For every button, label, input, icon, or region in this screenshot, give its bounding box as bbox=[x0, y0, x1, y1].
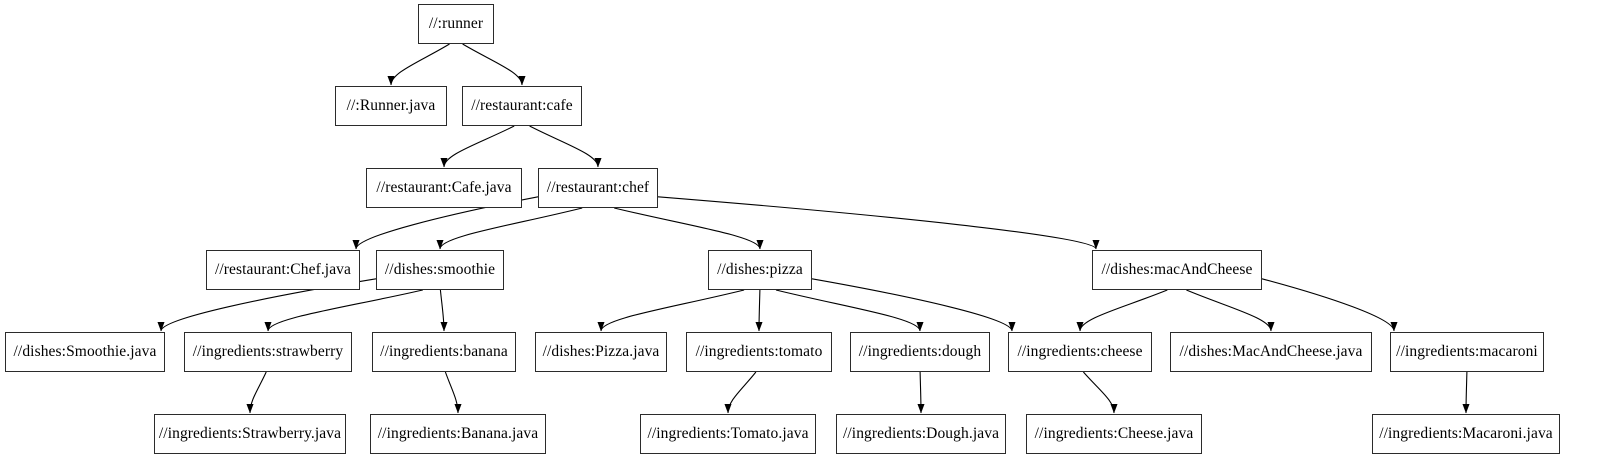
graph-node-tomato-java[interactable]: //ingredients:Tomato.java bbox=[640, 414, 816, 454]
graph-node-mac-java[interactable]: //dishes:MacAndCheese.java bbox=[1170, 332, 1372, 372]
graph-node-label: //ingredients:Dough.java bbox=[842, 425, 1000, 443]
graph-edge-ing-dough-to-dough-java bbox=[917, 371, 925, 414]
graph-node-label: //ingredients:dough bbox=[858, 343, 982, 361]
graph-node-ing-tomato[interactable]: //ingredients:tomato bbox=[686, 332, 832, 372]
graph-node-ing-cheese[interactable]: //ingredients:cheese bbox=[1008, 332, 1152, 372]
graph-node-runner-java[interactable]: //:Runner.java bbox=[335, 86, 447, 126]
graph-node-strawberry-java[interactable]: //ingredients:Strawberry.java bbox=[154, 414, 346, 454]
graph-edge-restaurant-chef-to-dishes-pizza bbox=[614, 207, 764, 250]
graph-node-label: //dishes:pizza bbox=[717, 261, 803, 279]
graph-node-dishes-pizza[interactable]: //dishes:pizza bbox=[708, 250, 812, 290]
graph-edge-dishes-pizza-to-ing-dough bbox=[775, 289, 924, 332]
graph-node-label: //restaurant:chef bbox=[546, 179, 650, 197]
graph-node-label: //ingredients:strawberry bbox=[192, 343, 344, 361]
graph-edge-ing-tomato-to-tomato-java bbox=[724, 371, 757, 414]
graph-node-ing-strawberry[interactable]: //ingredients:strawberry bbox=[184, 332, 352, 372]
graph-edge-ing-strawberry-to-strawberry-java bbox=[246, 371, 267, 414]
graph-node-restaurant-cafe[interactable]: //restaurant:cafe bbox=[462, 86, 582, 126]
graph-node-cafe-java[interactable]: //restaurant:Cafe.java bbox=[366, 168, 522, 208]
graph-edge-dishes-mac-to-ing-macaroni bbox=[1261, 278, 1398, 332]
graph-node-label: //dishes:smoothie bbox=[384, 261, 496, 279]
graph-node-runner[interactable]: //:runner bbox=[418, 4, 494, 44]
graph-node-dishes-mac[interactable]: //dishes:macAndCheese bbox=[1092, 250, 1262, 290]
graph-edge-restaurant-chef-to-dishes-smoothie bbox=[436, 207, 583, 250]
graph-edge-runner-to-restaurant-cafe bbox=[462, 43, 526, 86]
graph-node-label: //:runner bbox=[428, 15, 484, 33]
graph-edge-restaurant-cafe-to-restaurant-chef bbox=[529, 125, 602, 168]
graph-node-label: //ingredients:cheese bbox=[1017, 343, 1143, 361]
graph-node-label: //dishes:Smoothie.java bbox=[13, 343, 157, 361]
graph-node-label: //restaurant:Chef.java bbox=[214, 261, 352, 279]
graph-edge-dishes-pizza-to-ing-cheese bbox=[811, 278, 1016, 332]
graph-node-label: //ingredients:Strawberry.java bbox=[158, 425, 342, 443]
graph-node-dough-java[interactable]: //ingredients:Dough.java bbox=[836, 414, 1006, 454]
graph-node-label: //:Runner.java bbox=[346, 97, 436, 115]
graph-node-label: //ingredients:Cheese.java bbox=[1034, 425, 1194, 443]
graph-edge-runner-to-runner-java bbox=[387, 43, 450, 86]
graph-node-restaurant-chef[interactable]: //restaurant:chef bbox=[538, 168, 658, 208]
graph-node-label: //ingredients:Macaroni.java bbox=[1379, 425, 1553, 443]
graph-node-banana-java[interactable]: //ingredients:Banana.java bbox=[370, 414, 546, 454]
graph-edge-dishes-pizza-to-pizza-java bbox=[597, 289, 745, 332]
graph-node-label: //ingredients:macaroni bbox=[1396, 343, 1538, 361]
graph-node-label: //dishes:macAndCheese bbox=[1101, 261, 1253, 279]
graph-edge-dishes-pizza-to-ing-tomato bbox=[755, 289, 763, 332]
graph-node-label: //restaurant:Cafe.java bbox=[376, 179, 512, 197]
graph-node-chef-java[interactable]: //restaurant:Chef.java bbox=[206, 250, 360, 290]
graph-edge-restaurant-chef-to-dishes-mac bbox=[657, 196, 1100, 250]
graph-edge-ing-banana-to-banana-java bbox=[444, 371, 462, 414]
graph-edge-dishes-mac-to-ing-cheese bbox=[1076, 289, 1168, 332]
graph-node-label: //dishes:MacAndCheese.java bbox=[1179, 343, 1363, 361]
graph-edge-dishes-smoothie-to-ing-strawberry bbox=[264, 289, 423, 332]
graph-node-label: //ingredients:Banana.java bbox=[377, 425, 539, 443]
graph-node-label: //restaurant:cafe bbox=[471, 97, 573, 115]
graph-edge-restaurant-cafe-to-cafe-java bbox=[440, 125, 515, 168]
graph-node-cheese-java[interactable]: //ingredients:Cheese.java bbox=[1026, 414, 1202, 454]
graph-edge-ing-cheese-to-cheese-java bbox=[1082, 371, 1118, 414]
graph-node-label: //ingredients:tomato bbox=[695, 343, 823, 361]
graph-node-label: //ingredients:Tomato.java bbox=[647, 425, 809, 443]
graph-node-macaroni-java[interactable]: //ingredients:Macaroni.java bbox=[1372, 414, 1560, 454]
graph-node-smoothie-java[interactable]: //dishes:Smoothie.java bbox=[5, 332, 165, 372]
graph-edge-ing-macaroni-to-macaroni-java bbox=[1462, 371, 1470, 414]
graph-node-ing-dough[interactable]: //ingredients:dough bbox=[850, 332, 990, 372]
graph-edge-dishes-mac-to-mac-java bbox=[1186, 289, 1275, 332]
graph-node-label: //ingredients:banana bbox=[380, 343, 508, 361]
graph-node-dishes-smoothie[interactable]: //dishes:smoothie bbox=[376, 250, 504, 290]
graph-node-ing-macaroni[interactable]: //ingredients:macaroni bbox=[1390, 332, 1544, 372]
graph-edge-dishes-smoothie-to-ing-banana bbox=[439, 289, 448, 332]
graph-node-pizza-java[interactable]: //dishes:Pizza.java bbox=[535, 332, 667, 372]
graph-node-ing-banana[interactable]: //ingredients:banana bbox=[372, 332, 516, 372]
graph-node-label: //dishes:Pizza.java bbox=[542, 343, 660, 361]
